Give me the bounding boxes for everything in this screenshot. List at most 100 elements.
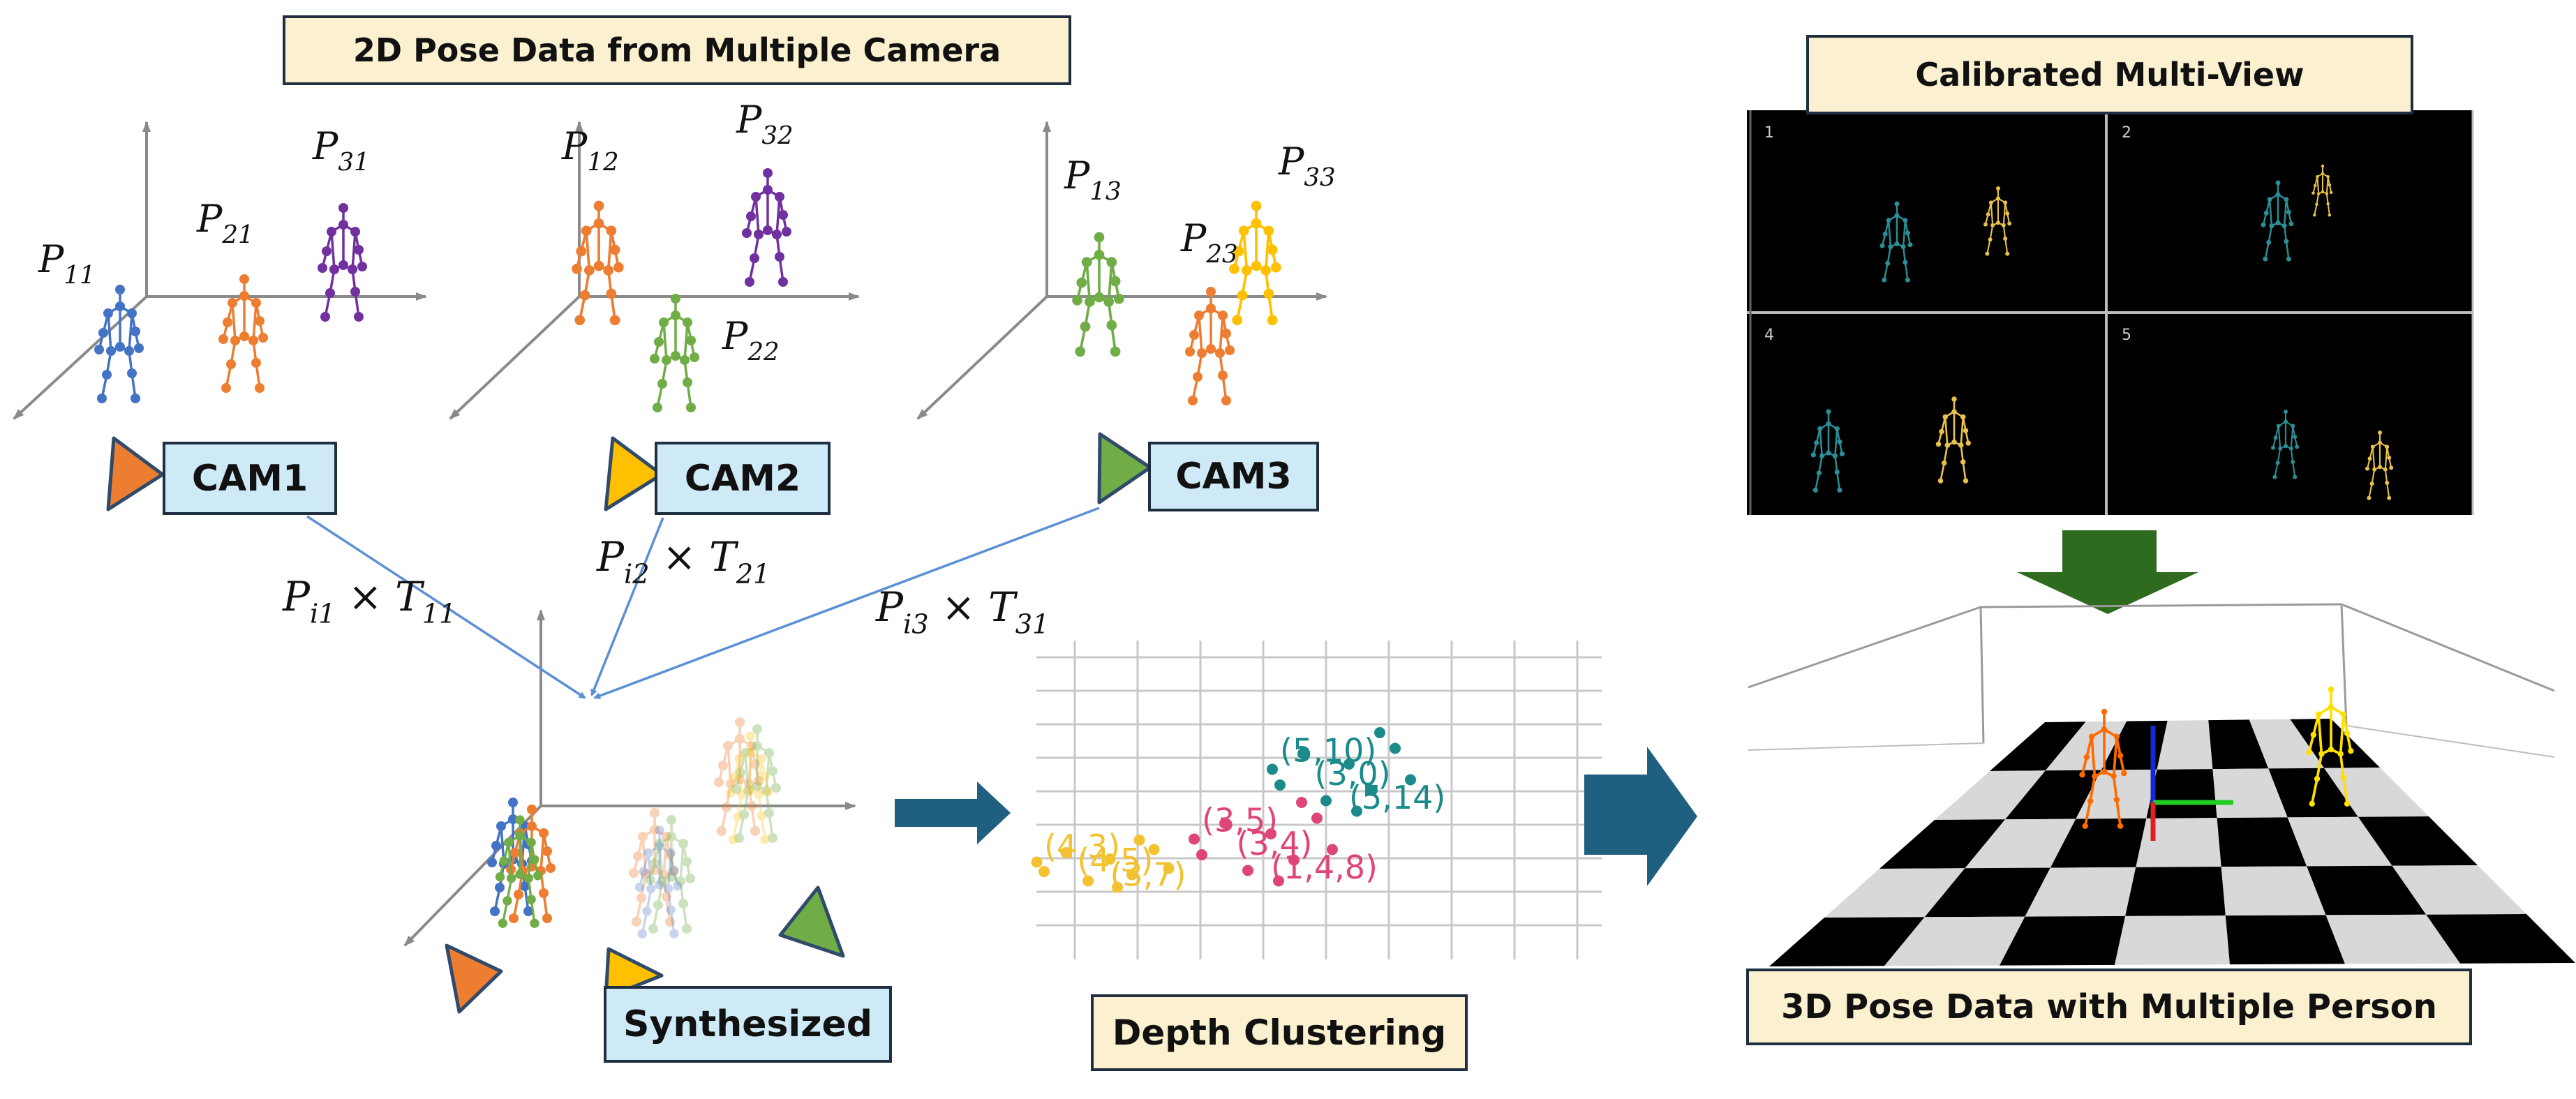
synth-skeleton-green-ghost bbox=[646, 815, 695, 934]
world-axes-icon bbox=[2150, 726, 2233, 841]
checkerboard-tile bbox=[2221, 866, 2326, 916]
synth-skeleton-orange-ghost bbox=[629, 808, 678, 927]
cam2-triangle-icon bbox=[604, 436, 664, 511]
skeleton-p22 bbox=[650, 294, 699, 412]
synthesized-label: Synthesized bbox=[604, 986, 892, 1063]
synth-skeleton-yellow-ghost bbox=[725, 731, 773, 844]
mv1-teal-figure bbox=[1879, 201, 1913, 283]
cluster-coordinate-label: (4,5) bbox=[1077, 842, 1153, 879]
cluster-coordinate-label: (3,4) bbox=[1237, 825, 1313, 862]
skeleton-layer bbox=[94, 168, 1281, 939]
axes-cam3 bbox=[916, 121, 1327, 420]
checkerboard-tile bbox=[2392, 865, 2526, 915]
checkerboard-tile bbox=[1824, 868, 1965, 918]
label-p21: P21 bbox=[196, 197, 254, 249]
view-number-2: 2 bbox=[2122, 124, 2131, 142]
checkerboard-tile bbox=[2115, 915, 2230, 965]
axes-cam2 bbox=[449, 121, 860, 420]
skeleton-p21 bbox=[218, 274, 268, 393]
cluster-coordinate-label: (5,14) bbox=[1349, 779, 1445, 816]
label-transform-1: Pi1 × T11 bbox=[282, 573, 456, 629]
mv2-yellow-figure bbox=[2311, 164, 2333, 217]
checkerboard-tile bbox=[2325, 914, 2460, 964]
multiview-figures bbox=[1810, 164, 2394, 500]
mv2-teal-figure bbox=[2261, 180, 2294, 262]
checkerboard-tile bbox=[1924, 867, 2050, 918]
label-p31: P31 bbox=[312, 124, 370, 177]
flow-arrow-to-clustering-icon bbox=[895, 782, 1011, 844]
synth-skeleton-orange-ghost2 bbox=[714, 717, 764, 836]
cam3-label: CAM3 bbox=[1148, 442, 1319, 511]
skeleton-p13 bbox=[1072, 232, 1124, 357]
checkerboard-tile bbox=[2045, 721, 2127, 771]
title-depth-clustering: Depth Clustering bbox=[1091, 994, 1468, 1071]
title-3d-pose: 3D Pose Data with Multiple Person bbox=[1746, 969, 2472, 1045]
projection-rays bbox=[306, 507, 1100, 699]
depth-grid bbox=[1036, 641, 1602, 959]
label-p32: P32 bbox=[736, 98, 794, 150]
checkerboard-tile bbox=[2324, 768, 2429, 817]
cam3-triangle-icon bbox=[1097, 432, 1152, 504]
checkerboard-tile bbox=[2146, 769, 2217, 818]
synth-cam1-triangle-icon bbox=[445, 943, 503, 1014]
cluster-points: (5,10)(3,0)(5,14)(3,5)(3,4)(1,4,8)(4,3)(… bbox=[1031, 727, 1445, 893]
scene-orange-person bbox=[2079, 708, 2127, 830]
checkerboard-tile bbox=[1879, 819, 2006, 869]
cluster-teal: (5,10)(3,0)(5,14) bbox=[1267, 727, 1445, 817]
label-transform-3: Pi3 × T31 bbox=[875, 583, 1050, 640]
checkerboard-tile bbox=[2025, 867, 2136, 917]
label-p13: P13 bbox=[1064, 154, 1122, 206]
label-p11: P11 bbox=[38, 237, 96, 290]
checkerboard-tile bbox=[2050, 818, 2147, 868]
skeleton-p23 bbox=[1185, 287, 1235, 405]
checkerboard-tile bbox=[2208, 719, 2269, 770]
skeleton-p12 bbox=[572, 200, 624, 326]
cluster-coordinate-label: (3,0) bbox=[1315, 755, 1391, 793]
checkerboard-tile bbox=[2212, 768, 2288, 818]
view-number-5: 5 bbox=[2122, 327, 2131, 344]
checkerboard-tile bbox=[2307, 865, 2427, 915]
checkerboard-tile bbox=[2125, 867, 2226, 916]
cluster-yellow: (4,3)(4,5)(3,7) bbox=[1031, 828, 1186, 893]
cluster-coordinate-label: (3,5) bbox=[1202, 801, 1278, 839]
cluster-coordinate-label: (4,3) bbox=[1044, 828, 1120, 865]
checkerboard-tile bbox=[1990, 722, 2086, 771]
cluster-coordinate-label: (1,4,8) bbox=[1271, 848, 1378, 886]
scene-3d bbox=[1748, 603, 2555, 758]
synth-skeleton-blue-ghost bbox=[634, 825, 683, 939]
label-p23: P23 bbox=[1180, 216, 1238, 269]
checkerboard-tile bbox=[2249, 719, 2325, 769]
mv5-yellow-figure bbox=[2365, 431, 2394, 500]
checkerboard-tile bbox=[2225, 915, 2345, 965]
checkerboard-tile bbox=[2005, 770, 2101, 820]
checkerboard-tile bbox=[2136, 818, 2221, 867]
checkerboard-tile bbox=[2290, 719, 2380, 768]
synth-skeleton-green bbox=[495, 815, 543, 928]
axes-cam1 bbox=[13, 121, 427, 420]
view-number-1: 1 bbox=[1764, 124, 1774, 142]
label-transform-2: Pi2 × T21 bbox=[596, 533, 770, 590]
skeleton-p31 bbox=[318, 203, 367, 322]
mv1-yellow-figure bbox=[1983, 186, 2012, 256]
mv4-yellow-figure bbox=[1935, 396, 1971, 484]
checkerboard-floor bbox=[1769, 719, 2575, 966]
skeleton-p33 bbox=[1229, 200, 1281, 326]
skeleton-p11 bbox=[94, 285, 144, 403]
cluster-pink: (3,5)(3,4)(1,4,8) bbox=[1189, 797, 1378, 887]
title-calibrated-multiview: Calibrated Multi-View bbox=[1806, 35, 2413, 114]
checkerboard-tile bbox=[1935, 770, 2046, 820]
checkerboard-tile bbox=[1884, 916, 2025, 966]
axes-synthesized bbox=[403, 609, 856, 947]
label-p33: P33 bbox=[1278, 140, 1336, 192]
label-p22: P22 bbox=[722, 314, 780, 366]
cluster-coordinate-label: (3,7) bbox=[1110, 855, 1186, 893]
cam1-label: CAM1 bbox=[163, 442, 337, 515]
checkerboard-tile bbox=[2358, 816, 2478, 866]
skeleton-p32 bbox=[742, 168, 791, 287]
title-2d-pose: 2D Pose Data from Multiple Camera bbox=[283, 15, 1071, 85]
mv5-teal-figure bbox=[2271, 410, 2300, 479]
multiview-panel bbox=[1747, 110, 2474, 515]
